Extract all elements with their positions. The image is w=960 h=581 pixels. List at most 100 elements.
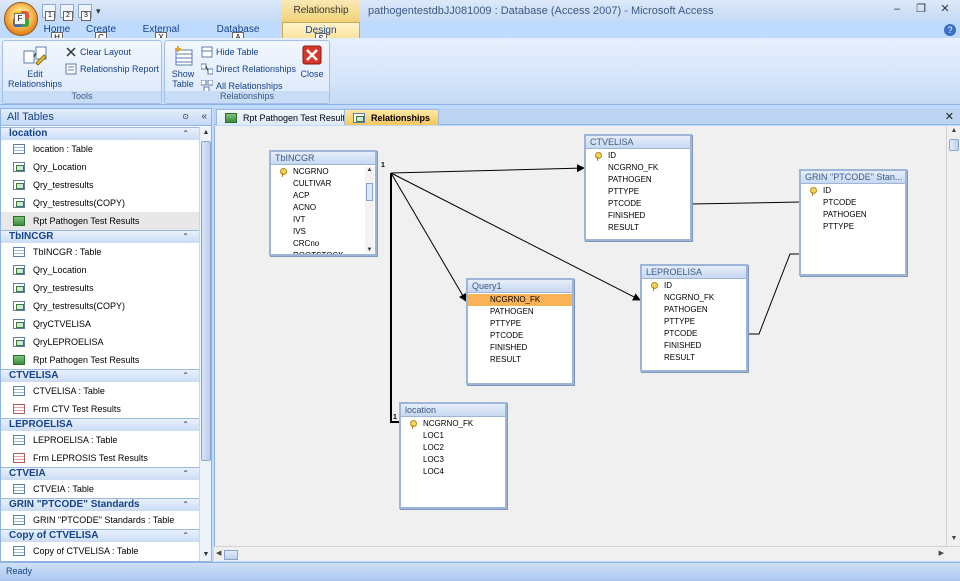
table-box-title[interactable]: location [401,404,505,417]
field-row[interactable]: PTTYPE [586,186,690,198]
scroll-down-icon[interactable]: ▼ [366,247,373,253]
chevron-up-icon[interactable]: ⌃ [182,232,189,241]
close-relationships-button[interactable]: Close [297,45,327,79]
all-relationships-button[interactable]: All Relationships [200,79,283,93]
save-icon[interactable]: 1 [42,4,56,21]
chevron-up-icon[interactable]: ⌃ [182,129,189,138]
close-document-icon[interactable]: ✕ [944,111,954,123]
nav-group-header[interactable]: TbINCGR⌃ [1,230,199,243]
field-row[interactable]: IVT [271,214,375,226]
canvas-hscroll-thumb[interactable] [224,550,238,560]
field-row[interactable]: NCGRNO_FK [401,418,505,430]
tab-database-tools[interactable]: Database ToolsA [204,22,272,51]
nav-item[interactable]: Qry_Location [1,261,199,279]
field-row[interactable]: PTCODE [642,328,746,340]
canvas-scroll-down-icon[interactable]: ▼ [950,535,958,542]
nav-item[interactable]: QryCTVELISA [1,315,199,333]
nav-item[interactable]: TbINCGR : Table [1,243,199,261]
collapse-pane-icon[interactable]: « [201,111,207,122]
field-row[interactable]: NCGRNO [271,166,375,178]
canvas-scroll-left-icon[interactable]: ◀ [216,550,222,557]
field-row[interactable]: PTCODE [586,198,690,210]
tab-external-data[interactable]: External DataX [132,22,190,51]
close-window-button[interactable]: ✕ [940,3,950,15]
nav-item[interactable]: Qry_testresults(COPY) [1,297,199,315]
tab-design[interactable]: DesignS [282,22,360,44]
table-box-title[interactable]: GRIN "PTCODE" Stan... [801,171,905,184]
chevron-down-icon[interactable]: ⊙ [182,112,189,121]
field-row[interactable]: PATHOGEN [801,209,905,221]
tab-home[interactable]: HomeH [40,22,74,43]
nav-group-header[interactable]: Copy of CTVELISA⌃ [1,529,199,542]
restore-button[interactable]: ❐ [916,3,926,15]
nav-group-header[interactable]: location⌃ [1,127,199,140]
field-row[interactable]: LOC3 [401,454,505,466]
field-row[interactable]: PATHOGEN [642,304,746,316]
nav-header[interactable]: All Tables ⊙ « [1,109,211,126]
table-box-title[interactable]: LEPROELISA [642,266,746,279]
nav-item[interactable]: Copy of CTVELISA : Table [1,542,199,560]
nav-group-header[interactable]: CTVEIA⌃ [1,467,199,480]
nav-group-header[interactable]: LEPROELISA⌃ [1,418,199,431]
field-row[interactable]: ACNO [271,202,375,214]
undo-icon[interactable]: 2 [60,4,74,21]
table-box-title[interactable]: TbINCGR [271,152,375,165]
table-box-title[interactable]: CTVELISA [586,136,690,149]
field-row[interactable]: PATHOGEN [586,174,690,186]
field-row[interactable]: ID [586,150,690,162]
relationship-report-button[interactable]: Relationship Report [65,62,159,76]
tab-create[interactable]: CreateC [84,22,118,43]
chevron-up-icon[interactable]: ⌃ [182,469,189,478]
field-row[interactable]: CULTIVAR [271,178,375,190]
field-row[interactable]: PTTYPE [801,221,905,233]
nav-item[interactable]: QryLEPROELISA [1,333,199,351]
field-row[interactable]: FINISHED [642,340,746,352]
nav-item[interactable]: location : Table [1,140,199,158]
nav-item[interactable]: CTVEIA : Table [1,480,199,498]
nav-item[interactable]: LEPROELISA : Table [1,431,199,449]
office-button[interactable]: F [4,2,38,36]
doc-tab-report[interactable]: Rpt Pathogen Test Results [216,109,359,125]
nav-scrollbar[interactable]: ▲ ▼ [199,127,211,561]
edit-relationships-button[interactable]: Edit Relationships [7,45,63,89]
nav-item[interactable]: Rpt Pathogen Test Results [1,212,199,230]
canvas-vertical-scrollbar[interactable]: ▲ ▼ [946,126,960,546]
table-box-scrollbar[interactable]: ▲▼ [365,167,374,253]
chevron-up-icon[interactable]: ⌃ [182,371,189,380]
field-row[interactable]: PTCODE [468,330,572,342]
nav-group-header[interactable]: CTVELISA⌃ [1,369,199,382]
chevron-up-icon[interactable]: ⌃ [182,531,189,540]
minimize-button[interactable]: – [893,3,901,15]
field-row[interactable]: LOC1 [401,430,505,442]
field-row[interactable]: FINISHED [586,210,690,222]
chevron-up-icon[interactable]: ⌃ [182,420,189,429]
nav-item[interactable]: Qry_Location [1,158,199,176]
table-box-title[interactable]: Query1 [468,280,572,293]
canvas-scroll-right-icon[interactable]: ▶ [938,550,944,557]
field-row[interactable]: CRCno [271,238,375,250]
nav-scroll-thumb[interactable] [201,141,211,461]
nav-item[interactable]: GRIN "PTCODE" Standards : Table [1,511,199,529]
help-icon[interactable]: ? [944,24,956,36]
field-row[interactable]: PTTYPE [642,316,746,328]
field-row[interactable]: FINISHED [468,342,572,354]
show-table-button[interactable]: Show Table [168,45,198,89]
field-row[interactable]: RESULT [586,222,690,234]
canvas-horizontal-scrollbar[interactable]: ◀ ▶ [214,546,960,561]
nav-group-header[interactable]: GRIN "PTCODE" Standards⌃ [1,498,199,511]
nav-item[interactable]: CTVELISA : Table [1,382,199,400]
clear-layout-button[interactable]: Clear Layout [65,45,131,59]
field-row[interactable]: RESULT [642,352,746,364]
chevron-up-icon[interactable]: ⌃ [182,500,189,509]
nav-item[interactable]: Qry_testresults [1,176,199,194]
field-row[interactable]: PATHOGEN [468,306,572,318]
redo-icon[interactable]: 3 [78,4,92,21]
canvas-scroll-up-icon[interactable]: ▲ [950,127,958,134]
